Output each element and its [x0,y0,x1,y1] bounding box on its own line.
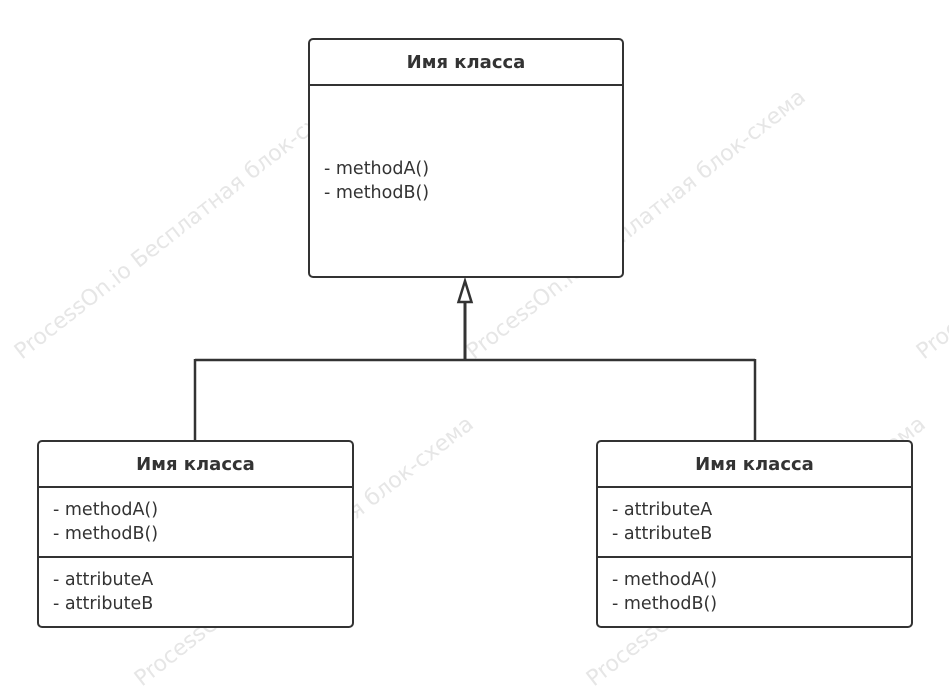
parent-method-item: - methodA() [324,159,430,179]
parent-class-methods: - methodA() - methodB() [310,86,622,276]
right-class-methods: - methodA() - methodB() [598,558,911,626]
left-class-name: Имя класса [39,442,352,488]
right-attribute-item: - attributeB [612,524,713,544]
left-class-attributes: - attributeA - attributeB [39,558,352,626]
right-attribute-item: - attributeA [612,500,713,520]
right-class-attributes: - attributeA - attributeB [598,488,911,558]
left-method-item: - methodB() [53,524,159,544]
parent-class-name: Имя класса [310,40,622,86]
right-method-item: - methodB() [612,594,718,614]
inheritance-connectors [193,276,757,442]
inheritance-arrowhead-icon [456,276,474,304]
right-method-item: - methodA() [612,570,718,590]
left-class-box[interactable]: Имя класса - methodA() - methodB() - att… [37,440,354,628]
parent-class-box[interactable]: Имя класса - methodA() - methodB() [308,38,624,278]
right-class-box[interactable]: Имя класса - attributeA - attributeB - m… [596,440,913,628]
right-class-name: Имя класса [598,442,911,488]
left-attribute-item: - attributeB [53,594,154,614]
left-method-item: - methodA() [53,500,159,520]
left-attribute-item: - attributeA [53,570,154,590]
parent-method-item: - methodB() [324,183,430,203]
left-class-methods: - methodA() - methodB() [39,488,352,558]
